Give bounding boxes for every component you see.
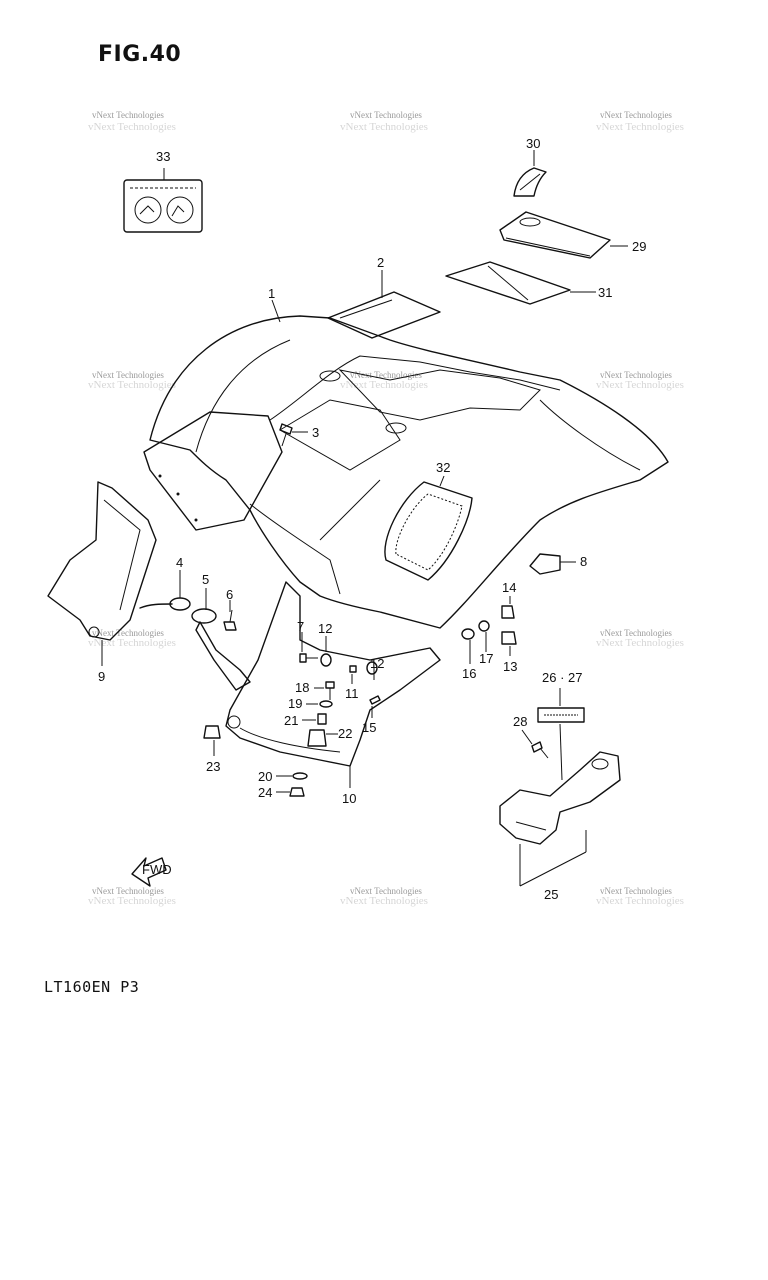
label-25: 25 xyxy=(544,887,558,902)
label-30: 30 xyxy=(526,136,540,151)
label-6: 6 xyxy=(226,587,233,602)
label-9: 9 xyxy=(98,669,105,684)
watermark: vNext Technologies xyxy=(88,379,176,391)
part-1-rear-fender xyxy=(149,299,669,629)
watermark: vNext Technologies xyxy=(596,895,684,907)
part-12-nut-left xyxy=(320,636,332,667)
part-14-nut xyxy=(501,596,515,619)
label-24: 24 xyxy=(258,785,272,800)
part-10-lower-extension xyxy=(225,581,441,788)
watermark: vNext Technologies xyxy=(350,110,422,120)
label-1: 1 xyxy=(268,286,275,301)
part-22-damper xyxy=(307,729,338,747)
label-19: 19 xyxy=(288,696,302,711)
label-13: 13 xyxy=(503,659,517,674)
watermark: vNext Technologies xyxy=(92,886,164,896)
watermark: vNext Technologies xyxy=(350,886,422,896)
part-9-mud-flap xyxy=(47,481,157,666)
watermarks: vNext Technologies vNext Technologies vN… xyxy=(88,110,684,907)
part-33-warning-label xyxy=(123,168,203,233)
part-23-cushion xyxy=(203,725,221,756)
part-17-washer xyxy=(478,620,490,652)
watermark: vNext Technologies xyxy=(88,895,176,907)
part-6-bolt xyxy=(223,600,237,631)
part-2-cover-plate xyxy=(327,270,441,339)
watermark: vNext Technologies xyxy=(340,121,428,133)
part-3-screw xyxy=(279,423,308,447)
part-11-nut xyxy=(349,665,357,684)
part-31-sheet xyxy=(445,261,596,305)
label-8: 8 xyxy=(580,554,587,569)
watermark: vNext Technologies xyxy=(596,637,684,649)
part-4-grommet xyxy=(139,570,191,611)
watermark: vNext Technologies xyxy=(350,370,422,380)
part-8-clip xyxy=(529,553,576,575)
watermark: vNext Technologies xyxy=(92,628,164,638)
callout-labels: 1 2 3 4 5 6 7 8 9 10 11 12 12 13 14 15 1… xyxy=(98,136,646,902)
watermark: vNext Technologies xyxy=(600,370,672,380)
watermark: vNext Technologies xyxy=(92,370,164,380)
watermark: vNext Technologies xyxy=(92,110,164,120)
watermark: vNext Technologies xyxy=(600,110,672,120)
label-20: 20 xyxy=(258,769,272,784)
label-2: 2 xyxy=(377,255,384,270)
label-23: 23 xyxy=(206,759,220,774)
part-29-pad xyxy=(499,211,628,259)
watermark: vNext Technologies xyxy=(596,379,684,391)
label-31: 31 xyxy=(598,285,612,300)
label-22: 22 xyxy=(338,726,352,741)
figure-title: FIG.40 xyxy=(98,42,182,67)
watermark: vNext Technologies xyxy=(340,379,428,391)
watermark: vNext Technologies xyxy=(340,895,428,907)
label-4: 4 xyxy=(176,555,183,570)
fwd-label: FWD xyxy=(142,862,172,877)
label-33: 33 xyxy=(156,149,170,164)
label-12a: 12 xyxy=(318,621,332,636)
part-21-collar xyxy=(302,713,327,725)
part-18-bolt xyxy=(314,681,335,700)
label-11: 11 xyxy=(345,686,359,701)
part-24-nut xyxy=(276,787,305,797)
label-17: 17 xyxy=(479,651,493,666)
label-26-27: 26 · 27 xyxy=(542,670,582,685)
part-30-strap xyxy=(513,150,547,197)
part-20-washer xyxy=(276,772,308,780)
watermark: vNext Technologies xyxy=(600,628,672,638)
part-19-washer xyxy=(306,700,333,708)
label-14: 14 xyxy=(502,580,516,595)
label-15: 15 xyxy=(362,720,376,735)
part-7-bolt xyxy=(299,632,318,663)
part-12-nut-right xyxy=(366,661,378,680)
label-5: 5 xyxy=(202,572,209,587)
label-16: 16 xyxy=(462,666,476,681)
part-16-washer xyxy=(461,628,475,664)
part-25-license-bracket xyxy=(499,751,621,887)
watermark: vNext Technologies xyxy=(600,886,672,896)
part-15-screw xyxy=(369,695,381,718)
watermark: vNext Technologies xyxy=(88,121,176,133)
part-26-27-license-plate xyxy=(537,688,585,781)
label-10: 10 xyxy=(342,791,356,806)
part-32-reflector xyxy=(384,475,473,581)
label-7: 7 xyxy=(297,619,304,634)
label-3: 3 xyxy=(312,425,319,440)
part-5-bracket xyxy=(191,588,251,691)
part-28-bolt xyxy=(521,729,549,759)
label-12b: 12 xyxy=(370,656,384,671)
part-13-nut xyxy=(501,631,517,656)
part-left-inner-panel xyxy=(143,411,283,531)
label-21: 21 xyxy=(284,713,298,728)
label-32: 32 xyxy=(436,460,450,475)
watermark: vNext Technologies xyxy=(596,121,684,133)
label-29: 29 xyxy=(632,239,646,254)
label-18: 18 xyxy=(295,680,309,695)
label-28: 28 xyxy=(513,714,527,729)
fwd-arrow-icon: FWD xyxy=(131,857,172,887)
model-code: LT160EN P3 xyxy=(44,978,140,996)
